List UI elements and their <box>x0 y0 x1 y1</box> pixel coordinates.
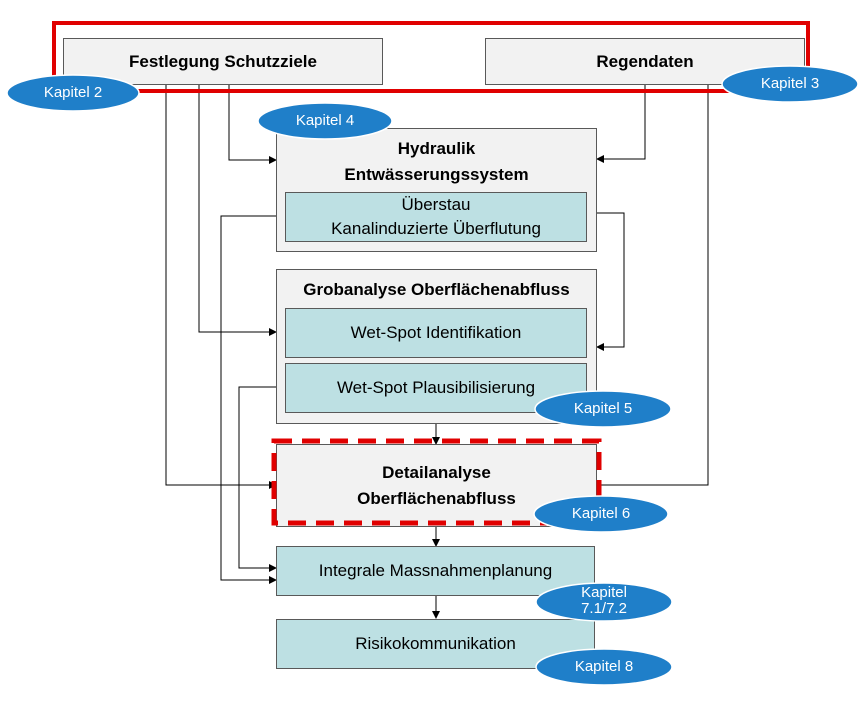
chapter-label-7-line1: Kapitel <box>581 584 627 601</box>
chapter-label-7: Kapitel 7.1/7.2 <box>536 585 672 617</box>
box-festlegung-schutzziele: Festlegung Schutzziele <box>63 38 383 85</box>
grobanalyse-title: Grobanalyse Oberflächenabfluss <box>303 280 570 299</box>
chapter-label-6: Kapitel 6 <box>571 505 631 522</box>
box-regendaten: Regendaten <box>485 38 805 85</box>
connector-regendaten-hydraulik <box>596 84 646 163</box>
box-regendaten-label: Regendaten <box>596 51 694 71</box>
highlight-top-row <box>52 21 810 93</box>
chapter-ellipse-6 <box>533 495 669 533</box>
chapter-ellipse-7 <box>535 582 673 622</box>
chapter-label-3: Kapitel 3 <box>760 75 820 92</box>
detail-line1: Detailanalyse <box>382 462 491 482</box>
chapter-label-2: Kapitel 2 <box>43 84 103 101</box>
chapter-ellipse-2 <box>6 74 140 112</box>
box-massnahmenplanung: Integrale Massnahmenplanung <box>276 546 595 596</box>
chapter-label-4: Kapitel 4 <box>295 112 355 129</box>
connector-ueberstau-massnahmen <box>220 215 284 584</box>
risiko-label: Risikokommunikation <box>355 634 516 653</box>
connector-plaus-massnahmen <box>238 386 284 572</box>
wetspot-plaus-label: Wet-Spot Plausibilisierung <box>336 378 536 397</box>
ueberstau-line1: Überstau <box>401 195 471 214</box>
chapter-ellipse-5 <box>534 390 672 428</box>
connector-schutzziele-hydraulik <box>228 84 277 164</box>
connector-regendaten-detail <box>597 84 709 486</box>
chapter-label-8: Kapitel 8 <box>574 658 634 675</box>
detail-line2: Oberflächenabfluss <box>357 488 516 508</box>
highlight-detailanalyse <box>271 438 602 526</box>
wetspot-ident-label: Wet-Spot Identifikation <box>350 323 522 342</box>
chapter-label-7-line2: 7.1/7.2 <box>581 600 627 617</box>
box-wetspot-plausibilisierung: Wet-Spot Plausibilisierung <box>285 363 587 413</box>
connector-ueberstau-wetspot <box>590 209 625 351</box>
massnahmen-label: Integrale Massnahmenplanung <box>318 561 553 580</box>
chapter-ellipse-3 <box>721 65 859 103</box>
chapter-ellipse-4 <box>257 102 393 140</box>
chapter-ellipse-8 <box>535 648 673 686</box>
ueberstau-line2: Kanalinduzierte Überflutung <box>331 219 541 238</box>
hydraulik-title-line1: Hydraulik <box>397 139 476 158</box>
hydraulik-title-line2: Entwässerungssystem <box>344 165 529 184</box>
connector-schutzziele-grob <box>198 84 277 336</box>
box-schutzziele-label: Festlegung Schutzziele <box>129 51 317 71</box>
box-wetspot-identifikation: Wet-Spot Identifikation <box>285 308 587 358</box>
chapter-label-5: Kapitel 5 <box>573 400 633 417</box>
box-ueberstau: Überstau Kanalinduzierte Überflutung <box>285 192 587 242</box>
